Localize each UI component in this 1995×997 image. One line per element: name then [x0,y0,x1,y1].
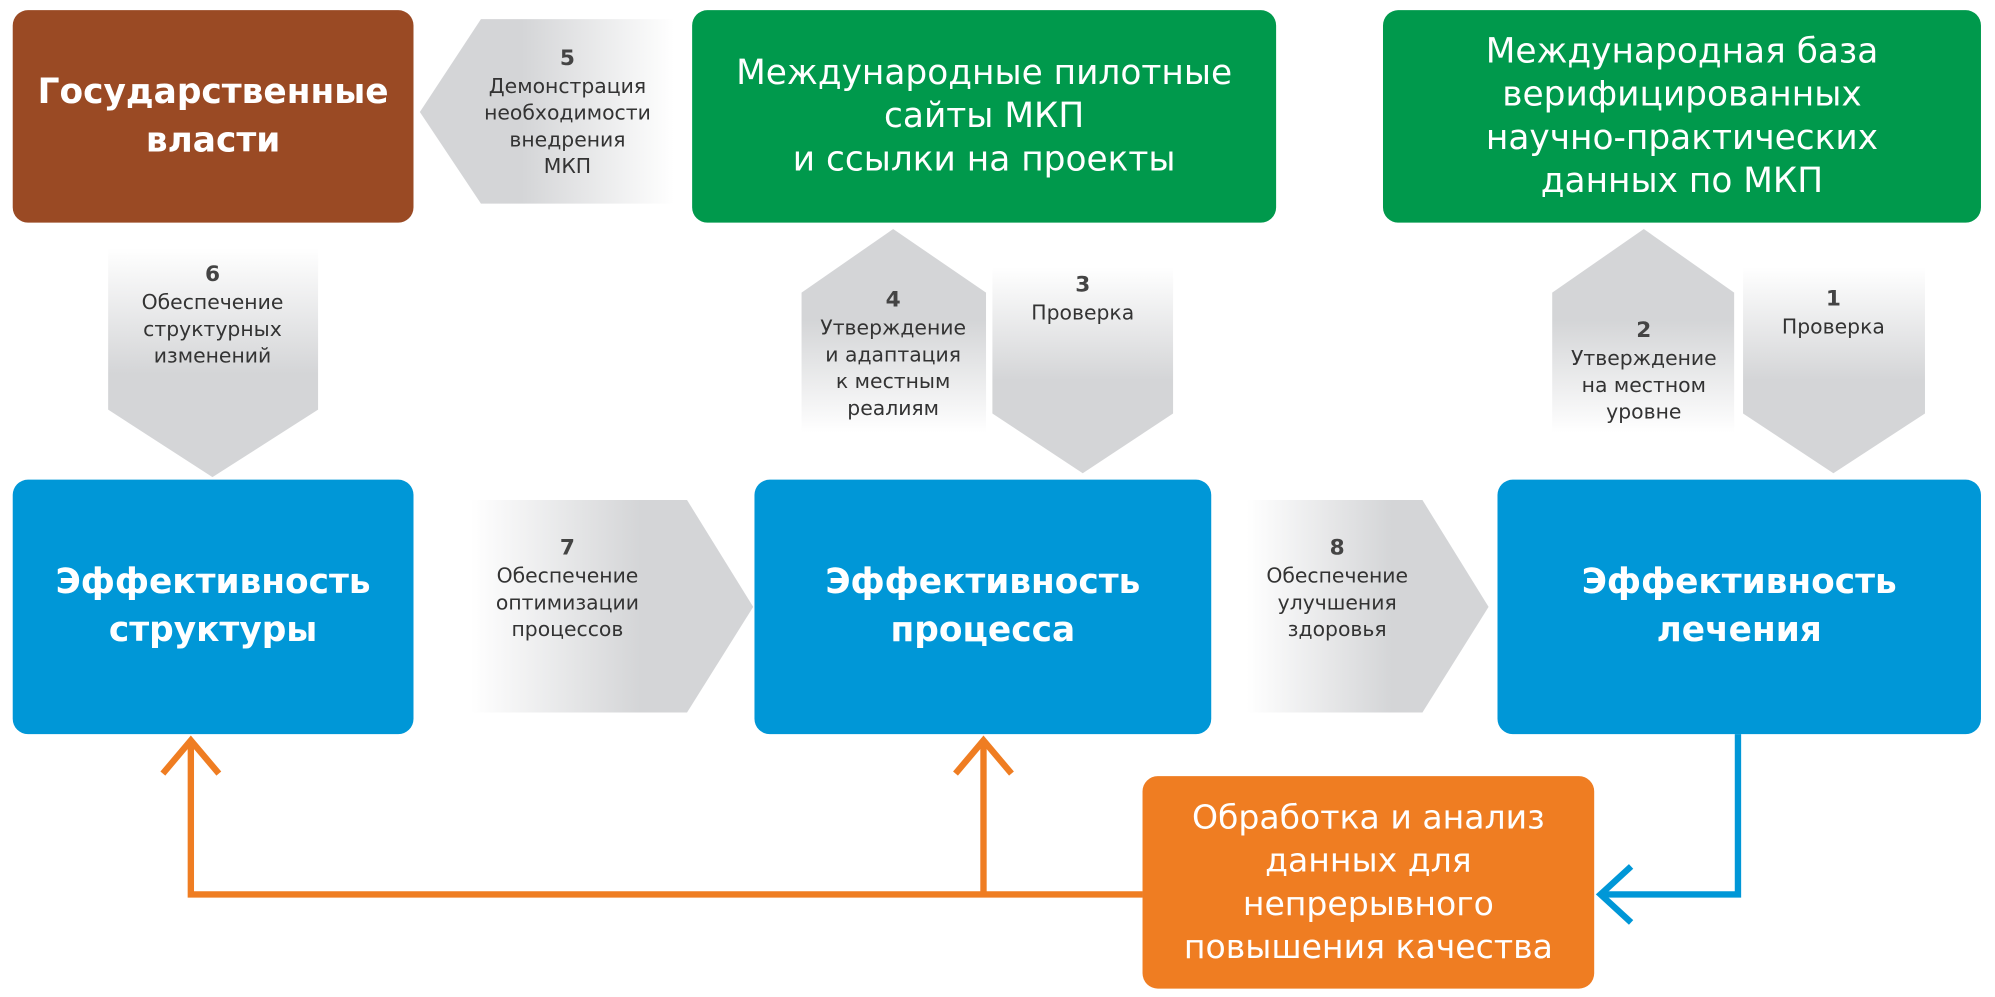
step-number: 5 [559,45,575,72]
arrow-2-up [1552,229,1735,433]
step-text: Демонстрация необходимости внедрения МКП [484,73,651,179]
node-label: Международная база верифицированных науч… [1485,31,1879,201]
node-evidence-base: Международная база верифицированных науч… [1382,10,1981,223]
node-label: Эффективность процесса [825,562,1141,651]
node-label: Государственные власти [37,71,389,160]
step-text: Обеспечение структурных изменений [141,290,284,368]
step-text: Утверждение на местном уровне [1570,346,1717,424]
node-label: Эффективность структуры [55,562,371,651]
arrow-5-left [419,19,675,204]
step-number: 4 [885,287,901,313]
arrow-4-up [801,229,987,433]
node-label: Эффективность лечения [1581,562,1897,651]
arrow-1-down [1743,267,1925,474]
step-number: 1 [1825,286,1841,312]
node-label: Международные пилотные сайты МКП и ссылк… [736,52,1233,179]
step-number: 8 [1329,535,1345,562]
treatment-to-analysis-arrow [1595,734,1742,925]
node-label: Обработка и анализ данных для непрерывно… [1183,798,1553,967]
node-process-efficiency: Эффективность процесса [754,479,1212,735]
step-number: 2 [1636,318,1652,344]
arrow-6-down [108,248,319,478]
step-text: Проверка [1781,314,1885,339]
node-government: Государственные власти [12,10,414,223]
step-text: Обеспечение оптимизации процессов [495,563,639,642]
step-number: 6 [204,262,221,288]
step-number: 7 [559,535,575,562]
arrow-7-right [470,500,754,713]
step-text: Обеспечение улучшения здоровья [1266,563,1409,642]
step-text: Проверка [1031,300,1135,325]
node-data-analysis: Обработка и анализ данных для непрерывно… [1142,776,1595,989]
arrow-8-right [1246,500,1489,713]
step-number: 3 [1075,272,1091,298]
node-pilot-sites: Международные пилотные сайты МКП и ссылк… [692,10,1277,223]
arrow-3-down [992,267,1174,474]
feedback-arrows-orange [160,735,1143,898]
step-text: Утверждение и адаптация к местным реалия… [820,315,967,420]
node-treatment-efficiency: Эффективность лечения [1497,479,1981,735]
node-structure-efficiency: Эффективность структуры [12,479,414,735]
